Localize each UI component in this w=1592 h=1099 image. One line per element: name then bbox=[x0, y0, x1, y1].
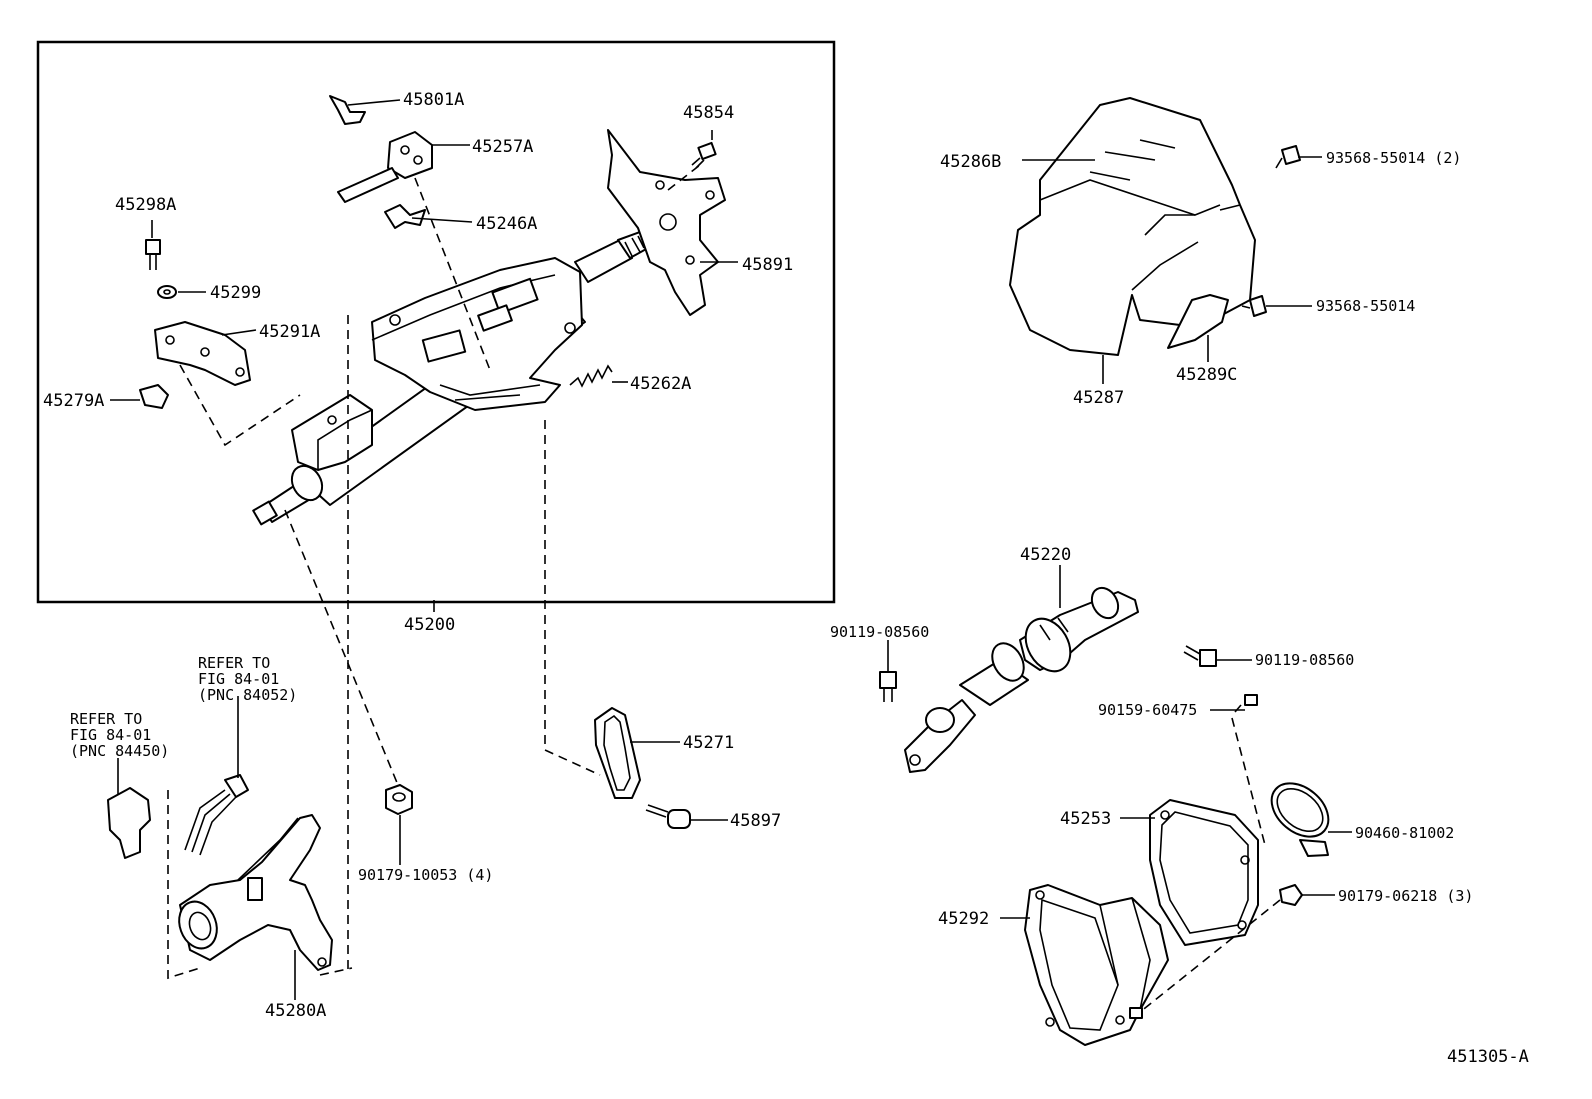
nut-90179-10053 bbox=[385, 784, 413, 815]
label-45262A: 45262A bbox=[630, 374, 691, 394]
label-45897: 45897 bbox=[730, 811, 781, 831]
label-93568-55014-2: 93568-55014 (2) bbox=[1326, 149, 1461, 167]
refer-to-84450-line1: REFER TO bbox=[70, 710, 142, 728]
lock-housing-drawing bbox=[107, 696, 353, 980]
label-90179-10053: 90179-10053 (4) bbox=[358, 866, 493, 884]
nut-45279A bbox=[139, 384, 169, 409]
label-45291A: 45291A bbox=[259, 322, 320, 342]
refer-to-84450-line2: FIG 84-01 bbox=[70, 726, 151, 744]
label-90159-60475: 90159-60475 bbox=[1098, 701, 1197, 719]
label-90119-08560-left: 90119-08560 bbox=[830, 623, 929, 641]
label-45299: 45299 bbox=[210, 283, 261, 303]
label-93568-55014: 93568-55014 bbox=[1316, 297, 1415, 315]
label-45279A: 45279A bbox=[43, 391, 104, 411]
part-labels: 45801A 45257A 45854 45298A 45246A 45891 … bbox=[43, 90, 1529, 1067]
column-covers-drawing bbox=[1009, 97, 1301, 356]
label-90179-06218: 90179-06218 (3) bbox=[1338, 887, 1473, 905]
bracket-45257A bbox=[337, 131, 433, 203]
diagram-id: 451305-A bbox=[1447, 1047, 1529, 1067]
label-45253: 45253 bbox=[1060, 809, 1111, 829]
clip-45246A bbox=[384, 204, 426, 229]
label-45298A: 45298A bbox=[115, 195, 176, 215]
refer-to-84052-line1: REFER TO bbox=[198, 654, 270, 672]
refer-to-84450-line3: (PNC 84450) bbox=[70, 742, 169, 760]
intermediate-shaft-drawing bbox=[904, 586, 1139, 773]
bracket-45291A bbox=[154, 321, 251, 386]
plate-45271 bbox=[594, 707, 641, 799]
steering-column-assembly-frame bbox=[36, 40, 836, 604]
bolt-45897 bbox=[645, 804, 691, 829]
boot-cover-drawing bbox=[1024, 717, 1330, 1046]
label-45289C: 45289C bbox=[1176, 365, 1237, 385]
label-45271: 45271 bbox=[683, 733, 734, 753]
bracket-45891 bbox=[607, 129, 726, 316]
leader-lines bbox=[110, 99, 1352, 1000]
label-45257A: 45257A bbox=[472, 137, 533, 157]
label-45801A: 45801A bbox=[403, 90, 464, 110]
label-45246A: 45246A bbox=[476, 214, 537, 234]
label-45854: 45854 bbox=[683, 103, 734, 123]
washer-45299 bbox=[157, 285, 177, 299]
refer-to-84052-line3: (PNC 84052) bbox=[198, 686, 297, 704]
bolt-45298A bbox=[145, 239, 161, 270]
label-90119-08560-right: 90119-08560 bbox=[1255, 651, 1354, 669]
clip-45801A bbox=[329, 95, 366, 125]
bolt-90159-60475 bbox=[1234, 694, 1258, 713]
bolt-45854 bbox=[691, 141, 717, 169]
label-45287: 45287 bbox=[1073, 388, 1124, 408]
steering-column-drawing bbox=[252, 231, 649, 526]
refer-to-84052-line2: FIG 84-01 bbox=[198, 670, 279, 688]
label-45891: 45891 bbox=[742, 255, 793, 275]
label-45220: 45220 bbox=[1020, 545, 1071, 565]
label-45200: 45200 bbox=[404, 615, 455, 635]
dashed-callouts-upper bbox=[179, 164, 701, 970]
spring-45262A bbox=[569, 364, 613, 388]
label-90460-81002: 90460-81002 bbox=[1355, 824, 1454, 842]
label-45292: 45292 bbox=[938, 909, 989, 929]
label-45286B: 45286B bbox=[940, 152, 1001, 172]
label-45280A: 45280A bbox=[265, 1001, 326, 1021]
bolts-90119 bbox=[879, 645, 1217, 702]
